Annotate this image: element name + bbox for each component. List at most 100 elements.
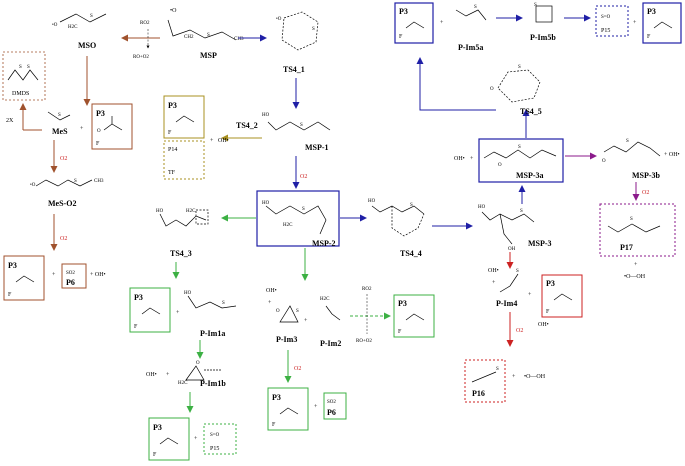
pim1b-label: P-Im1b bbox=[200, 379, 226, 388]
svg-text:P3: P3 bbox=[168, 101, 177, 110]
p3-box-pim1b bbox=[148, 417, 190, 461]
svg-text:+: + bbox=[194, 436, 198, 442]
svg-text:+: + bbox=[268, 300, 272, 306]
svg-text:HO: HO bbox=[368, 199, 376, 204]
svg-text:TF: TF bbox=[168, 170, 176, 176]
svg-text:H2C: H2C bbox=[283, 223, 293, 228]
svg-text:+: + bbox=[528, 292, 532, 298]
svg-text:O2: O2 bbox=[516, 328, 523, 334]
p3-formaldehyde-mes: P3 O F bbox=[96, 109, 123, 147]
svg-text:P3: P3 bbox=[647, 7, 656, 16]
svg-text:S=O: S=O bbox=[601, 15, 611, 20]
svg-text:+: + bbox=[470, 156, 474, 162]
p15-box-green bbox=[203, 423, 237, 455]
ts45-label: TS4_5 bbox=[520, 107, 542, 116]
svg-text:P6: P6 bbox=[66, 278, 75, 287]
svg-text:•O: •O bbox=[170, 8, 177, 14]
svg-text:S: S bbox=[516, 269, 519, 274]
p3-box-meso2 bbox=[3, 255, 45, 301]
svg-text:+ OH•: + OH• bbox=[90, 272, 106, 278]
p3-box-pim1a bbox=[129, 287, 171, 333]
msp1-structure: HO S MSP-1 bbox=[262, 113, 331, 152]
svg-text:S: S bbox=[222, 301, 225, 306]
p3-formaldehyde-pim4: P3 F bbox=[546, 279, 573, 315]
p3-formaldehyde-pim2: P3 F bbox=[398, 299, 425, 335]
svg-text:F: F bbox=[134, 324, 138, 330]
svg-text:P6: P6 bbox=[327, 408, 336, 417]
pim4-label: P-Im4 bbox=[496, 299, 517, 308]
mso-structure: •O H2C S MSO bbox=[52, 13, 107, 50]
svg-text:H2C: H2C bbox=[186, 209, 196, 214]
p3-box-pim4 bbox=[541, 274, 583, 318]
svg-text:+: + bbox=[314, 404, 318, 410]
msp3-structure: HO S OH MSP-3 bbox=[478, 205, 552, 252]
svg-text:RO2: RO2 bbox=[362, 287, 372, 292]
p3-formaldehyde-pim1a: P3 F bbox=[134, 293, 161, 330]
svg-text:+: + bbox=[633, 20, 637, 26]
mes-label: MeS bbox=[52, 127, 68, 136]
p3-formaldehyde-pim3: P3 F bbox=[272, 393, 299, 428]
svg-text:S: S bbox=[518, 65, 521, 70]
svg-text:S: S bbox=[520, 209, 523, 214]
svg-text:•O: •O bbox=[276, 17, 282, 22]
msp3b-label: MSP-3b bbox=[632, 171, 661, 180]
p3-box-top-right bbox=[642, 2, 682, 44]
svg-text:SO2: SO2 bbox=[66, 271, 75, 276]
svg-text:S: S bbox=[74, 179, 77, 184]
svg-text:P3: P3 bbox=[546, 279, 555, 288]
msp3a-label: MSP-3a bbox=[516, 171, 544, 180]
svg-text:HO: HO bbox=[262, 201, 270, 206]
svg-text:F: F bbox=[272, 422, 276, 428]
svg-text:P3: P3 bbox=[8, 261, 17, 270]
svg-text:2X: 2X bbox=[6, 118, 14, 124]
svg-text:H2C: H2C bbox=[68, 25, 78, 30]
p3-box-mes bbox=[91, 103, 133, 150]
pim1a-label: P-Im1a bbox=[200, 329, 225, 338]
svg-text:P3: P3 bbox=[134, 293, 143, 302]
ts43-structure: HO H2C TS4_3 bbox=[156, 209, 209, 258]
svg-text:P14: P14 bbox=[168, 147, 177, 153]
svg-text:S: S bbox=[496, 367, 499, 372]
svg-text:HO: HO bbox=[184, 291, 192, 296]
p3-box-ts42 bbox=[163, 95, 205, 139]
svg-text:OH: OH bbox=[508, 247, 516, 252]
p17-structure: S P17 bbox=[607, 217, 661, 252]
pim2-structure: H2C P-Im2 bbox=[320, 297, 341, 348]
ts45-structure: O S TS4_5 bbox=[490, 65, 542, 116]
p6-box-green bbox=[323, 392, 347, 420]
meso2-structure: •O S CH3 MeS-O2 bbox=[30, 179, 104, 208]
svg-text:+: + bbox=[52, 272, 56, 278]
svg-text:S: S bbox=[58, 113, 61, 118]
svg-text:•O—OH: •O—OH bbox=[624, 274, 646, 280]
svg-text:S: S bbox=[518, 145, 521, 150]
svg-text:O: O bbox=[97, 129, 101, 134]
svg-text:F: F bbox=[153, 452, 157, 458]
msp3a-box bbox=[478, 138, 564, 183]
meso2-label: MeS-O2 bbox=[48, 199, 76, 208]
svg-text:+: + bbox=[634, 262, 638, 268]
svg-text:+: + bbox=[80, 126, 84, 132]
msp2-box bbox=[256, 190, 340, 247]
svg-text:•O: •O bbox=[52, 23, 58, 28]
msp3-label: MSP-3 bbox=[528, 239, 552, 248]
svg-text:F: F bbox=[546, 309, 550, 315]
p3-box-pim3 bbox=[267, 387, 309, 431]
svg-text:+: + bbox=[176, 310, 180, 316]
svg-text:P3: P3 bbox=[399, 7, 408, 16]
p3-formaldehyde-ts42: P3 F bbox=[168, 101, 195, 136]
ts44-label: TS4_4 bbox=[400, 249, 422, 258]
pim5a-structure: S P-Im5a bbox=[455, 5, 487, 52]
svg-text:O2: O2 bbox=[300, 174, 307, 180]
p16-structure: S P16 bbox=[471, 367, 499, 398]
msp1-label: MSP-1 bbox=[305, 143, 329, 152]
pim3-label: P-Im3 bbox=[276, 335, 297, 344]
svg-text:•O—OH: •O—OH bbox=[524, 374, 546, 380]
svg-text:S: S bbox=[90, 14, 93, 19]
p3-formaldehyde-top: P3 F bbox=[399, 7, 425, 40]
svg-text:HO: HO bbox=[262, 113, 270, 118]
svg-text:P3: P3 bbox=[398, 299, 407, 308]
svg-text:HO: HO bbox=[156, 209, 164, 214]
svg-text:OH•: OH• bbox=[488, 268, 499, 274]
svg-text:P15: P15 bbox=[601, 28, 610, 34]
